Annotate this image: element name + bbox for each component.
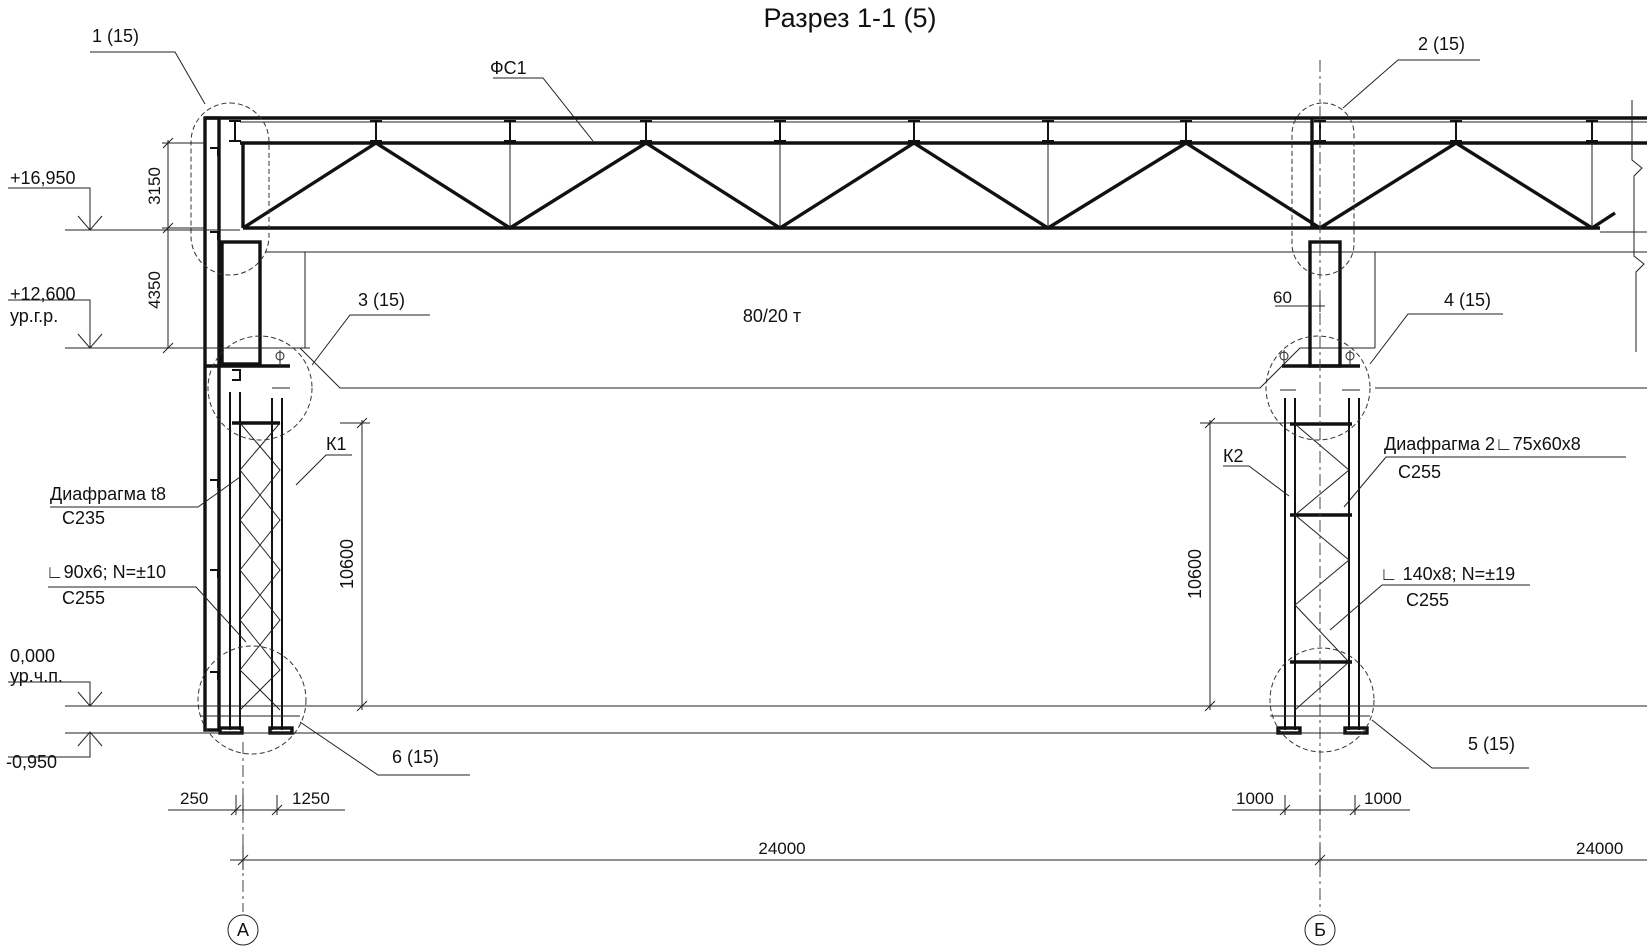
- diaphragm1-steel: С235: [62, 508, 105, 528]
- horizontal-dimensions: [168, 795, 1647, 870]
- k2-leader: [1223, 465, 1290, 497]
- vertical-dimensions: [162, 137, 1290, 712]
- node-label-1: 1 (15): [92, 26, 139, 46]
- node-label-2: 2 (15): [1418, 34, 1465, 54]
- brace2-steel: С255: [1406, 590, 1449, 610]
- node-circles: [190, 102, 1375, 755]
- column-k1-label: К1: [326, 434, 347, 454]
- roof-truss: [205, 100, 1647, 352]
- dim-upper-column: 4350: [145, 271, 164, 309]
- node-label-5: 5 (15): [1468, 734, 1515, 754]
- column-k2-label: К2: [1223, 446, 1244, 466]
- diaphragm1-name: Диафрагма t8: [50, 484, 166, 504]
- brace1-section: ∟90х6; N=±10: [46, 562, 166, 582]
- node-label-3: 3 (15): [358, 290, 405, 310]
- level-bottom: -0,950: [6, 752, 57, 772]
- column-k1: [200, 116, 300, 735]
- crane-label: 80/20 т: [743, 306, 801, 326]
- axis-label-b: Б: [1314, 920, 1326, 940]
- diaphragm2-leader: [1343, 456, 1626, 508]
- dim-span-1: 24000: [758, 839, 805, 858]
- axis-marker-b: Б: [1304, 914, 1336, 946]
- level-crane-note: ур.г.р.: [10, 306, 58, 326]
- axis-marker-a: А: [227, 914, 259, 946]
- grid-axes: [242, 60, 1321, 912]
- node-label-6: 6 (15): [392, 747, 439, 767]
- dim-60-line: [1275, 300, 1325, 312]
- dim-span-2: 24000: [1576, 839, 1623, 858]
- column-k2: [1270, 118, 1370, 735]
- k1-leader: [295, 454, 352, 486]
- diaphragm1-leader: [50, 476, 241, 508]
- diaphragm2-name: Диафрагма 2∟75х60х8: [1384, 434, 1581, 454]
- truss-leader: [493, 77, 594, 142]
- crane-outline: [265, 251, 1647, 389]
- brace2-section: ∟ 140х8; N=±19: [1380, 564, 1515, 584]
- dim-lower-column-right: 10600: [1185, 549, 1205, 599]
- brace1-steel: С255: [62, 588, 105, 608]
- dim-left-250: 250: [180, 789, 208, 808]
- brace1-leader: [48, 586, 247, 643]
- level-top: +16,950: [10, 168, 76, 188]
- truss-label: ФС1: [490, 58, 527, 78]
- drawing-title: Разрез 1-1 (5): [763, 3, 936, 33]
- dim-right-1000-b: 1000: [1364, 789, 1402, 808]
- level-crane-value: +12,600: [10, 284, 76, 304]
- dim-lower-column-left: 10600: [337, 539, 357, 589]
- node-label-4: 4 (15): [1444, 290, 1491, 310]
- dim-truss-height: 3150: [145, 167, 164, 205]
- axis-label-a: А: [237, 920, 249, 940]
- node-leaders: [90, 51, 1529, 776]
- dim-left-1250: 1250: [292, 789, 330, 808]
- dim-right-1000-a: 1000: [1236, 789, 1274, 808]
- level-zero-note: ур.ч.п.: [10, 666, 63, 686]
- brace2-leader: [1329, 584, 1530, 631]
- level-zero-value: 0,000: [10, 646, 55, 666]
- diaphragm2-steel: С255: [1398, 462, 1441, 482]
- dim-offset-60: 60: [1273, 288, 1292, 307]
